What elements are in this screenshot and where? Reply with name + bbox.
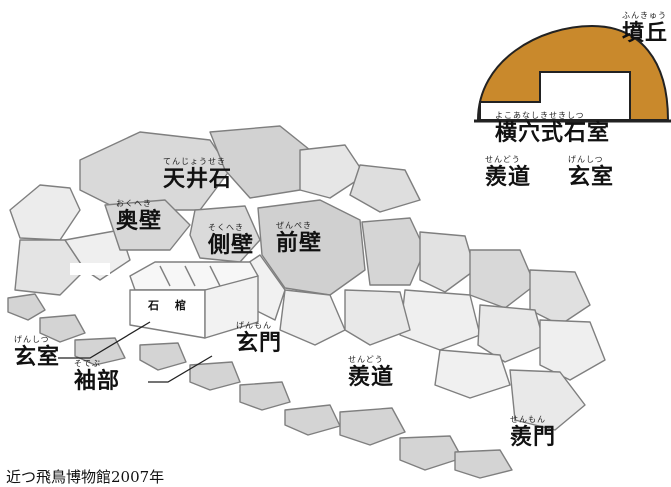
leader-lines (58, 321, 213, 383)
lower-wall-stone-1 (279, 289, 346, 346)
label-genmon: げんもん 玄門 (236, 321, 283, 356)
label-genmon-text: 玄門 (236, 330, 283, 356)
back-wall-stone (14, 239, 86, 296)
right-wall-stone-7 (539, 319, 606, 381)
right-wall-stone-2 (419, 231, 476, 293)
sarcophagus-lid-ridge-1 (159, 265, 171, 287)
floor-stone-10 (454, 449, 513, 479)
label-yokoana: よこあなしきせきしつ 横穴式石室 (495, 111, 611, 146)
label-inset-sendo-text: 羨道 (485, 164, 532, 190)
label-genshitsu-text: 玄室 (14, 344, 61, 370)
floor-stone-9 (399, 435, 463, 471)
okuheki-stone (104, 199, 191, 251)
sarcophagus-lid-ridge-2 (184, 265, 196, 287)
sarcophagus-lid-ridge-3 (209, 265, 221, 287)
lower-wall-stone-2 (344, 289, 411, 346)
floor-stone-6 (239, 381, 291, 411)
label-sokuheki-ruby: そくへき (208, 223, 244, 232)
right-wall-stone-6 (477, 304, 546, 363)
right-wall-stone-5 (399, 289, 481, 351)
sarcophagus (129, 261, 259, 339)
right-wall-stone-9 (434, 349, 511, 399)
label-senmon-ruby: せんもん (510, 415, 546, 424)
label-okuheki-ruby: おくへき (116, 199, 152, 208)
label-senmon-text: 羨門 (510, 424, 557, 450)
label-zenpeki-ruby: ぜんぺき (276, 221, 312, 230)
ceiling-stone-1 (79, 131, 231, 211)
credit-text: 近つ飛鳥博物館2007年 (6, 468, 165, 486)
label-sokuheki-text: 側壁 (208, 232, 255, 258)
floor-stone-7 (284, 404, 341, 436)
label-tenjoseki-ruby: てんじょうせき (163, 157, 226, 166)
floor-stone-4 (139, 342, 187, 371)
sarcophagus-body-front (129, 289, 206, 339)
back-wall-left (9, 184, 81, 241)
sodebu-leader (148, 355, 213, 383)
label-sodebu-text: 袖部 (74, 368, 121, 394)
label-yokoana-text: 横穴式石室 (495, 120, 611, 146)
label-inset-sendo-ruby: せんどう (485, 155, 521, 164)
label-sekkan: 石 棺 (148, 300, 192, 311)
floor-stone-5 (189, 361, 241, 391)
label-senmon: せんもん 羨門 (510, 415, 557, 450)
label-sendo-text: 羨道 (348, 364, 395, 390)
genshitsu-leader (58, 321, 151, 359)
floor-stone-2 (39, 314, 86, 343)
floor-stone-8 (339, 407, 406, 446)
label-sodebu: そでぶ 袖部 (74, 359, 121, 394)
floor-stone-1 (7, 293, 46, 321)
mound-cross-section (474, 24, 671, 123)
label-funkyu-text: 墳丘 (622, 20, 669, 46)
white-patch (70, 263, 110, 275)
label-tenjoseki: てんじょうせき 天井石 (163, 157, 233, 192)
label-sodebu-ruby: そでぶ (74, 359, 101, 368)
right-wall-stone-8 (509, 369, 586, 431)
label-zenpeki-text: 前壁 (276, 230, 323, 256)
right-wall-stone-3 (469, 249, 536, 309)
zenpeki-stone (257, 199, 366, 296)
label-sokuheki: そくへき 側壁 (208, 223, 255, 258)
label-inset-genshitsu-ruby: げんしつ (568, 155, 604, 164)
label-genshitsu-ruby: げんしつ (14, 335, 50, 344)
ceiling-stone-3 (299, 144, 366, 199)
right-wall-stone-1 (361, 217, 426, 286)
label-zenpeki: ぜんぺき 前壁 (276, 221, 323, 256)
label-sendo: せんどう 羨道 (348, 355, 395, 390)
label-funkyu: ふんきゅう 墳丘 (622, 11, 669, 46)
right-wall-stone-4 (529, 269, 591, 326)
label-tenjoseki-text: 天井石 (163, 166, 233, 192)
label-inset-sendo: せんどう 羨道 (485, 155, 532, 190)
label-genshitsu: げんしつ 玄室 (14, 335, 61, 370)
label-funkyu-ruby: ふんきゅう (622, 11, 667, 20)
label-inset-genshitsu-text: 玄室 (568, 164, 615, 190)
label-sekkan-text: 石 棺 (148, 299, 192, 312)
ceiling-stone-4 (349, 164, 421, 213)
label-okuheki-text: 奥壁 (116, 208, 163, 234)
label-okuheki: おくへき 奥壁 (116, 199, 163, 234)
label-sendo-ruby: せんどう (348, 355, 384, 364)
label-genmon-ruby: げんもん (236, 321, 272, 330)
label-inset-genshitsu: げんしつ 玄室 (568, 155, 615, 190)
label-yokoana-ruby: よこあなしきせきしつ (495, 111, 585, 120)
sarcophagus-body-side (204, 275, 259, 339)
stone-chamber (7, 125, 606, 479)
